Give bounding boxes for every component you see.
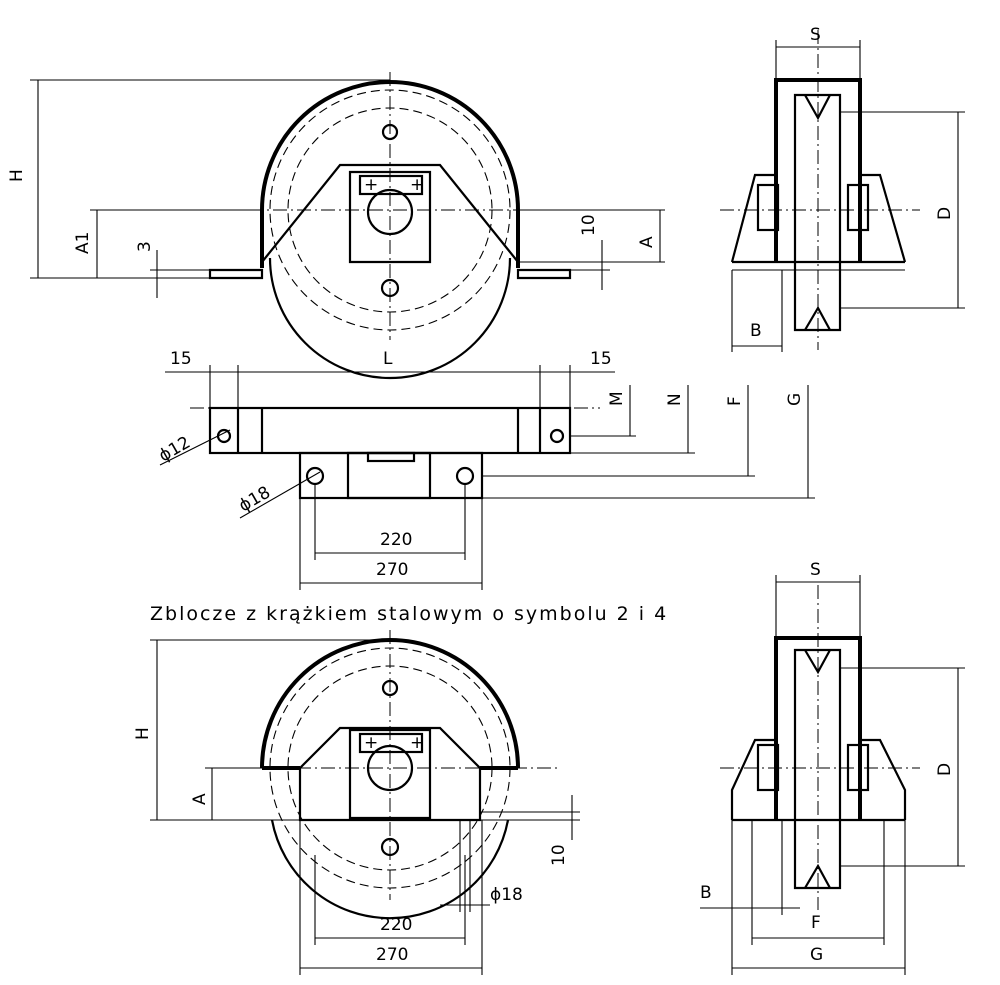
label-10-bottom: 10	[549, 844, 569, 866]
svg-text:+: +	[410, 733, 424, 753]
label-phi18-bottom: ϕ18	[490, 885, 523, 905]
caption: Zblocze z krążkiem stalowym o symbolu 2 …	[150, 603, 668, 625]
label-G-bottom: G	[810, 945, 823, 965]
label-3: 3	[135, 241, 155, 252]
label-L: L	[383, 349, 393, 369]
bottom-side-view: S D B F G	[700, 560, 965, 975]
label-270-mid: 270	[376, 560, 408, 580]
plan-view: 15 L 15 M N F G ϕ12 ϕ18 220 270	[156, 349, 815, 590]
top-front-view: + + H A1 3 10 A	[7, 72, 665, 380]
label-A-top: A	[637, 236, 657, 248]
svg-text:+: +	[364, 733, 378, 753]
label-220-mid: 220	[380, 530, 412, 550]
label-270-bottom: 270	[376, 945, 408, 965]
label-15-left: 15	[170, 349, 192, 369]
top-side-view: S D B	[720, 25, 965, 352]
label-S-bottom: S	[810, 560, 821, 580]
label-D-bottom: D	[935, 763, 955, 776]
bottom-front-view: + + H A 10 ϕ18 220 270	[133, 630, 580, 975]
label-F-bottom: F	[811, 913, 821, 933]
label-A1: A1	[73, 232, 93, 254]
label-15-right: 15	[590, 349, 612, 369]
label-H-top: H	[7, 169, 27, 182]
label-B-top: B	[750, 321, 762, 341]
label-N: N	[665, 393, 685, 406]
label-A-bottom: A	[190, 793, 210, 805]
label-10-top: 10	[579, 214, 599, 236]
label-G-mid: G	[785, 393, 805, 406]
label-phi18-mid: ϕ18	[236, 483, 274, 517]
label-S-top: S	[810, 25, 821, 45]
svg-text:+: +	[364, 175, 378, 195]
label-B-bottom: B	[700, 883, 712, 903]
label-H-bottom: H	[133, 727, 153, 740]
label-phi12: ϕ12	[156, 433, 194, 467]
label-F-mid: F	[725, 396, 745, 406]
label-220-bottom: 220	[380, 915, 412, 935]
svg-text:+: +	[410, 175, 424, 195]
label-D-top: D	[935, 207, 955, 220]
label-M: M	[607, 391, 627, 406]
